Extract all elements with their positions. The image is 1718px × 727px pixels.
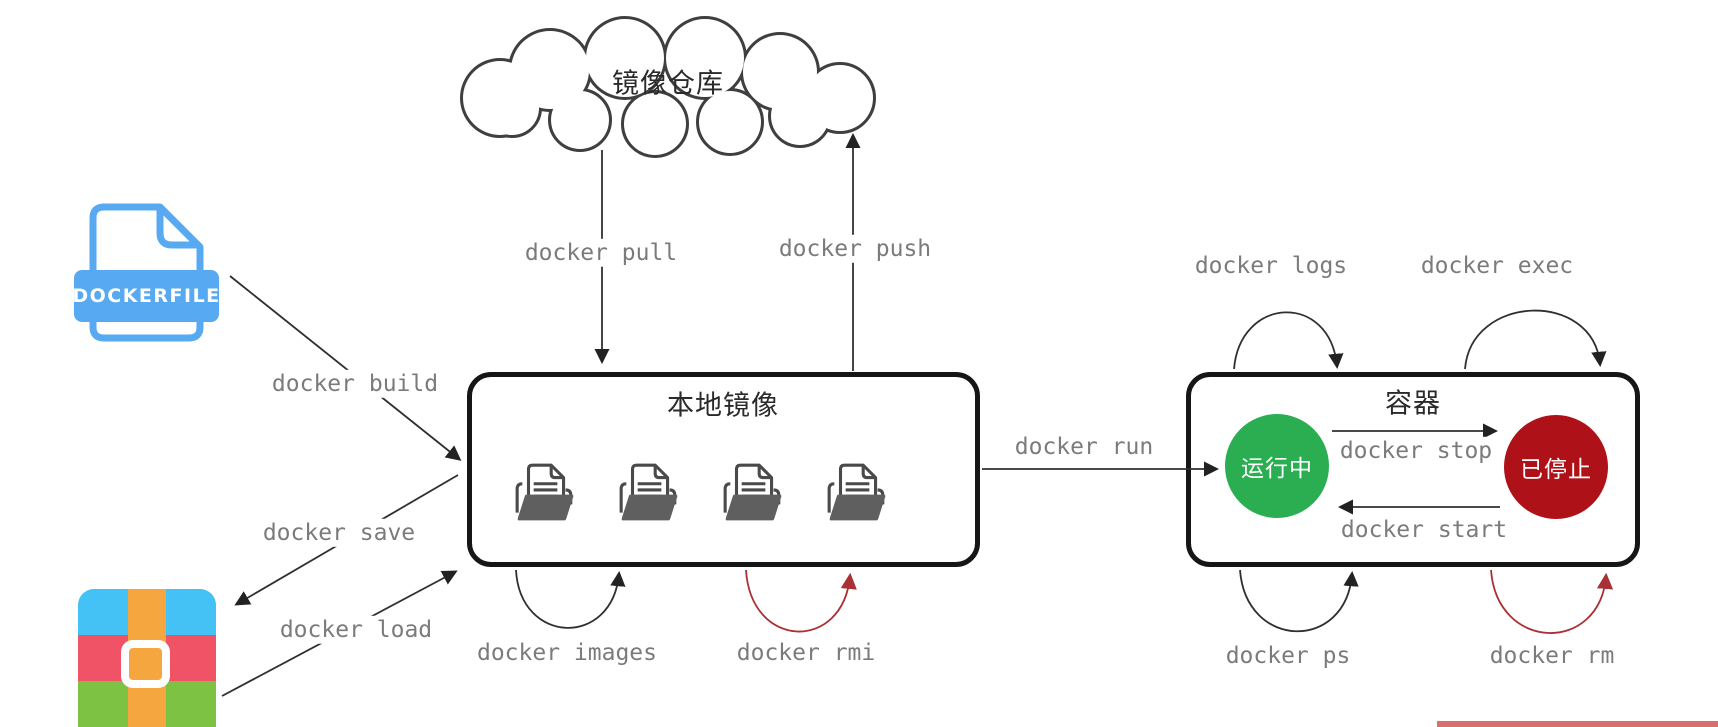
label-docker-logs: docker logs (1188, 251, 1354, 281)
stopped-state-circle: 已停止 (1504, 415, 1608, 519)
label-docker-run: docker run (1008, 432, 1160, 462)
label-docker-rm: docker rm (1483, 641, 1621, 671)
arc-docker-images (515, 569, 626, 629)
arrow-docker-build (229, 275, 462, 461)
image-folder-icon (827, 463, 886, 521)
local-images-box-title: 本地镜像 (667, 390, 779, 422)
registry-cloud-label: 镜像仓库 (612, 68, 724, 100)
bottom-red-strip-artifact (1437, 721, 1718, 727)
arc-docker-exec (1464, 309, 1607, 370)
label-docker-pull: docker pull (518, 238, 684, 268)
label-docker-build: docker build (265, 369, 445, 399)
label-docker-rmi: docker rmi (730, 638, 882, 668)
label-docker-images: docker images (470, 638, 664, 668)
running-state-circle: 运行中 (1225, 414, 1329, 518)
archive-buckle (121, 640, 170, 688)
label-docker-ps: docker ps (1219, 641, 1357, 671)
label-docker-exec: docker exec (1414, 251, 1580, 281)
label-docker-load: docker load (273, 615, 439, 645)
image-folder-icon (515, 463, 574, 521)
label-docker-stop: docker stop (1333, 436, 1499, 466)
image-icons-row (512, 459, 890, 525)
label-docker-push: docker push (772, 234, 938, 264)
arc-docker-logs (1233, 311, 1344, 370)
stopped-state-label: 已停止 (1520, 457, 1592, 483)
label-docker-start: docker start (1334, 515, 1514, 545)
arc-docker-rmi (745, 569, 857, 633)
image-folder-icon (723, 463, 782, 521)
arc-docker-rm (1490, 569, 1614, 634)
container-box-title: 容器 (1385, 388, 1441, 420)
dockerfile-banner: DOCKERFILE (72, 270, 219, 322)
image-folder-icon (619, 463, 678, 521)
label-docker-save: docker save (256, 518, 422, 548)
archive-tar-icon (78, 589, 216, 727)
file-fold-corner (156, 205, 202, 249)
running-state-label: 运行中 (1241, 456, 1313, 482)
arc-docker-ps (1239, 569, 1359, 633)
